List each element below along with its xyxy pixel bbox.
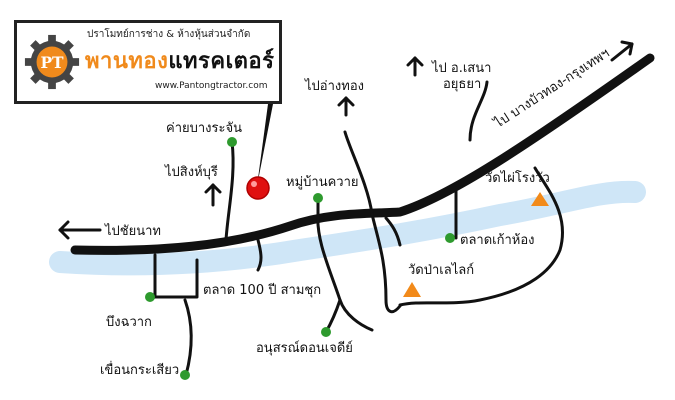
- gear-icon: PT: [24, 34, 80, 90]
- poi-moo-ban-khwai[interactable]: [313, 193, 323, 203]
- arrow-north-singburi: [204, 183, 222, 207]
- poi-anusorn-don-chedi[interactable]: [321, 327, 331, 337]
- label-talad-kao-hong: ตลาดเก้าห้อง: [460, 233, 535, 248]
- arrow-north-angthong: [337, 96, 355, 117]
- road-right-loop: [384, 216, 402, 247]
- poi-bueng-chawak[interactable]: [145, 292, 155, 302]
- poi-talad-kao-hong[interactable]: [445, 233, 455, 243]
- label-pai-bangbuathong: ไป บางบัวทอง-กรุงเทพฯ: [491, 45, 613, 132]
- label-pai-chainat: ไปชัยนาท: [104, 223, 161, 239]
- road-talad-100: [256, 238, 263, 272]
- logo-website[interactable]: www.Pantongtractor.com: [155, 81, 268, 91]
- label-khai-bang-rachan: ค่ายบางระจัน: [166, 121, 242, 136]
- logo-name-part1: พานทอง: [85, 49, 169, 74]
- company-logo-box[interactable]: PT ปราโมทย์การช่าง & ห้างหุ้นส่วนจำกัด พ…: [14, 20, 282, 104]
- poi-khuean-krasiao[interactable]: [180, 370, 190, 380]
- gear-logo-text: PT: [40, 53, 64, 72]
- shop-marker[interactable]: [246, 176, 270, 200]
- road-wat-phai-rong-wua: [398, 166, 564, 307]
- label-pai-sena-2: อยุธยา: [443, 77, 481, 92]
- logo-name-part2: แทรคเตอร์: [168, 49, 275, 74]
- label-pai-sena-1: ไป อ.เสนา: [431, 60, 491, 76]
- label-wat-phai-rong-wua: วัดไผ่โรงวัว: [485, 170, 550, 186]
- logo-company-name: พานทองแทรคเตอร์: [85, 43, 274, 78]
- arrow-north-sena: [406, 56, 424, 77]
- label-pai-singburi: ไปสิงห์บุรี: [164, 164, 218, 180]
- secondary-roads: [148, 80, 564, 377]
- road-left-loop-2: [370, 212, 402, 314]
- logo-tagline: ปราโมทย์การช่าง & ห้างหุ้นส่วนจำกัด: [87, 29, 251, 40]
- road-angthong: [343, 130, 374, 216]
- road-krasiao: [183, 298, 193, 377]
- main-highway: [70, 53, 655, 255]
- temple-wat-pa-lelai-icon[interactable]: [403, 282, 421, 297]
- road-bueng-chawak: [153, 253, 199, 299]
- label-moo-ban-khwai: หมู่บ้านควาย: [286, 175, 359, 190]
- label-wat-pa-lelai: วัดป่าเลไลก์: [408, 262, 474, 278]
- label-khuean-krasiao: เขื่อนกระเสียว: [100, 361, 179, 378]
- arrow-west-chainat: [58, 220, 102, 240]
- road-khai-bang-rachan: [224, 140, 235, 242]
- arrow-northeast-bangkok: [610, 40, 634, 62]
- road-to-anusorn: [324, 298, 342, 334]
- label-anusorn-don-chedi: อนุสรณ์ดอนเจดีย์: [256, 340, 353, 356]
- shop-pointer: [257, 104, 273, 186]
- poi-khai-bang-rachan[interactable]: [227, 137, 237, 147]
- label-bueng-chawak: บึงฉวาก: [106, 315, 152, 330]
- road-sena: [468, 80, 489, 142]
- label-talad-100-pee: ตลาด 100 ปี สามชุก: [203, 282, 321, 298]
- shop-marker-highlight: [251, 181, 257, 187]
- label-pai-angthong: ไปอ่างทอง: [304, 78, 364, 94]
- temple-wat-phai-rong-wua-icon[interactable]: [531, 192, 549, 206]
